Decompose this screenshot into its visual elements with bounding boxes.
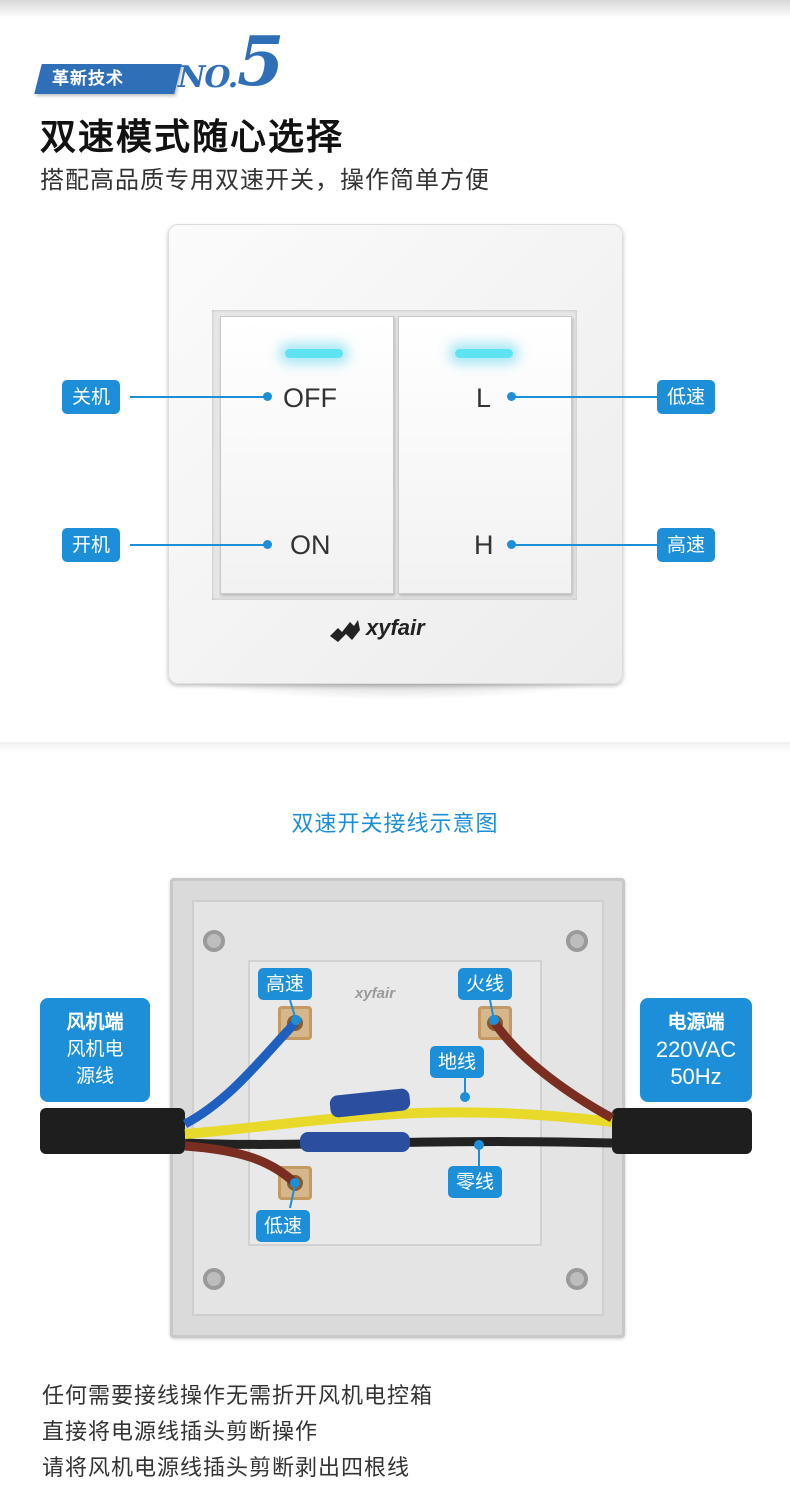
section-divider bbox=[0, 742, 790, 752]
fan-side-title: 风机端 bbox=[66, 1011, 124, 1033]
callout-on-line bbox=[130, 544, 267, 546]
callout-off: 关机 bbox=[62, 380, 121, 414]
badge-label: 革新技术 bbox=[52, 69, 124, 89]
footer-line-1: 任何需要接线操作无需折开风机电控箱 bbox=[42, 1384, 434, 1409]
low-speed-key-label: L bbox=[476, 383, 492, 413]
live-wire bbox=[491, 1020, 615, 1122]
earth-connector bbox=[329, 1088, 411, 1118]
low-speed-wire bbox=[184, 1141, 299, 1187]
power-side-title: 电源端 bbox=[667, 1011, 725, 1033]
power-side-frequency: 50Hz bbox=[670, 1064, 722, 1089]
no-label: NO. bbox=[178, 60, 238, 95]
screw-hole-top-left bbox=[203, 930, 225, 952]
fan-side-line1: 风机电 bbox=[66, 1038, 124, 1060]
callout-low-line bbox=[511, 396, 658, 398]
brand-logo: xyfair bbox=[366, 615, 425, 640]
fan-side-box: 风机端 风机电 源线 bbox=[40, 998, 150, 1102]
screw-hole-bottom-left bbox=[203, 1268, 225, 1290]
right-led-indicator bbox=[455, 349, 513, 358]
callout-high: 高速 bbox=[657, 528, 716, 562]
page-subtitle: 搭配高品质专用双速开关，操作简单方便 bbox=[40, 166, 490, 194]
footer-line-2: 直接将电源线插头剪断操作 bbox=[42, 1420, 319, 1445]
callout-on: 开机 bbox=[62, 528, 121, 562]
screw-hole-top-right bbox=[566, 930, 588, 952]
callout-off-dot bbox=[263, 392, 272, 401]
feature-number: 5 bbox=[237, 22, 285, 102]
box-brand-logo: xyfair bbox=[355, 985, 396, 1002]
xyfair-logo-icon bbox=[330, 620, 360, 642]
earth-wire bbox=[184, 1107, 613, 1139]
on-label: ON bbox=[290, 530, 331, 560]
left-led-indicator bbox=[285, 349, 343, 358]
label-low-speed: 低速 bbox=[256, 1210, 311, 1242]
power-cable bbox=[612, 1108, 752, 1154]
off-label: OFF bbox=[283, 383, 337, 413]
callout-high-line bbox=[511, 544, 658, 546]
fan-cable bbox=[40, 1108, 185, 1154]
high-speed-key-label: H bbox=[474, 530, 494, 560]
page-title: 双速模式随心选择 bbox=[40, 117, 345, 158]
label-high-speed: 高速 bbox=[258, 968, 313, 1000]
left-rocker-key bbox=[220, 316, 394, 594]
high-speed-wire bbox=[182, 1019, 299, 1128]
label-earth: 地线 bbox=[430, 1046, 485, 1078]
fan-side-line2: 源线 bbox=[75, 1065, 114, 1087]
power-side-box: 电源端 220VAC 50Hz bbox=[640, 998, 752, 1102]
callout-on-dot bbox=[263, 540, 272, 549]
top-shade bbox=[0, 0, 790, 18]
callout-low: 低速 bbox=[657, 380, 716, 414]
screw-hole-bottom-right bbox=[566, 1268, 588, 1290]
label-live: 火线 bbox=[458, 968, 513, 1000]
wiring-diagram-title: 双速开关接线示意图 bbox=[291, 812, 499, 837]
label-neutral: 零线 bbox=[448, 1166, 503, 1198]
power-side-voltage: 220VAC bbox=[655, 1037, 737, 1062]
neutral-connector bbox=[300, 1132, 410, 1152]
right-rocker-key bbox=[398, 316, 572, 594]
callout-off-line bbox=[130, 396, 267, 398]
footer-line-3: 请将风机电源线插头剪断剥出四根线 bbox=[42, 1456, 411, 1481]
